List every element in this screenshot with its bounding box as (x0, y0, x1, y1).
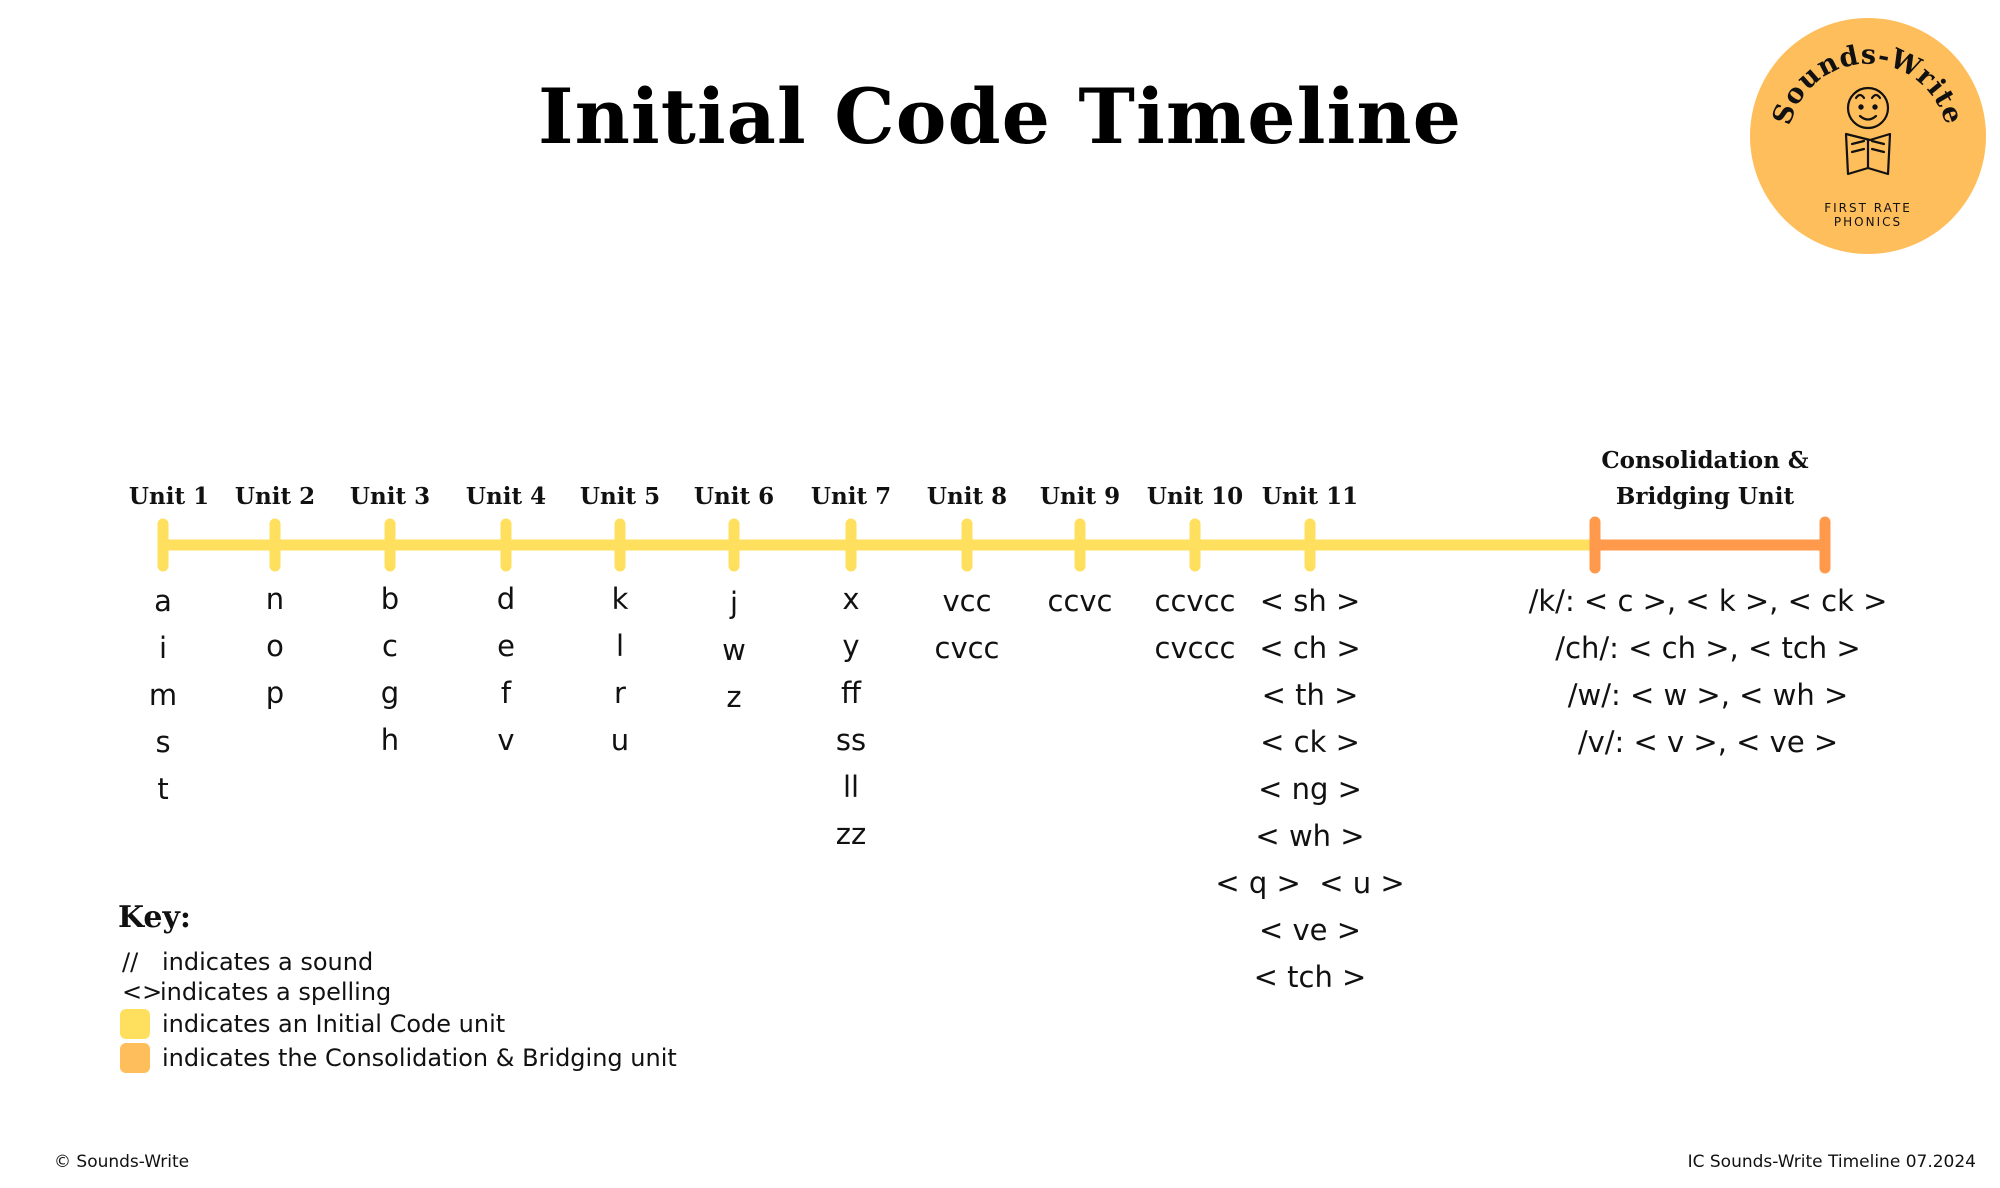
key-initial-row: indicates an Initial Code unit (118, 1007, 677, 1041)
consolidation-label-line2: Bridging Unit (1615, 483, 1795, 510)
page-title: Initial Code Timeline (538, 72, 1462, 161)
key-consolidation-row: indicates the Consolidation & Bridging u… (118, 1041, 677, 1075)
footer-version: IC Sounds-Write Timeline 07.2024 (1687, 1152, 1976, 1172)
unit-6-items: j w z (634, 580, 834, 721)
sounds-write-logo: Sounds-Write FIRST RATE PHONICS (1750, 18, 1986, 254)
list-item: /ch/: < ch >, < tch > (1555, 631, 1861, 665)
sound-text: indicates a sound (162, 948, 374, 976)
list-item: /v/: < v >, < ve > (1577, 725, 1839, 759)
unit-1-items: a i m s t (63, 578, 263, 813)
list-item: < ch > (1259, 631, 1361, 665)
list-item: < th > (1261, 678, 1359, 712)
unit-5-label: Unit 5 (579, 483, 661, 510)
consolidation-label-line1: Consolidation & (1601, 447, 1809, 474)
list-item: h (380, 723, 400, 757)
unit-4-items: d e f v (406, 576, 606, 764)
unit-9-items: ccvc (980, 578, 1180, 625)
unit-1-label: Unit 1 (128, 483, 210, 510)
list-item: r (614, 676, 626, 710)
logo-circle (1750, 18, 1986, 254)
list-item: d (496, 582, 516, 616)
list-item: < wh > (1255, 819, 1365, 853)
spelling-text: indicates a spelling (160, 978, 392, 1006)
consolidation-items: /k/: < c >, < k >, < ck > /ch/: < ch >, … (1488, 578, 1928, 766)
unit-ticks (157, 518, 1316, 572)
list-item: b (380, 582, 400, 616)
list-item: ccvcc (1154, 584, 1236, 618)
list-item: ccvc (1047, 584, 1113, 618)
list-item: n (265, 582, 285, 616)
logo-tagline-line2: PHONICS (1834, 215, 1902, 229)
key-legend: Key: // indicates a sound <> indicates a… (118, 900, 677, 1075)
unit-7-label: Unit 7 (810, 483, 892, 510)
consolidation-swatch (120, 1043, 150, 1073)
initial-text: indicates an Initial Code unit (162, 1010, 506, 1038)
list-item: /w/: < w >, < wh > (1567, 678, 1849, 712)
list-item: < q > < u > (1215, 866, 1405, 900)
unit-7-items: x y ff ss ll zz (751, 576, 951, 858)
unit-10-label: Unit 10 (1146, 483, 1244, 510)
unit-5-items: k l r u (520, 576, 720, 764)
unit-3-items: b c g h (290, 576, 490, 764)
initial-code-swatch (120, 1009, 150, 1039)
list-item: < ck > (1260, 725, 1360, 759)
list-item: < tch > (1253, 960, 1367, 994)
key-title: Key: (118, 900, 192, 935)
unit-11-items: < sh > < ch > < th > < ck > < ng > < wh … (1210, 578, 1410, 1001)
list-item: zz (835, 817, 867, 851)
list-item: < ve > (1258, 913, 1362, 947)
unit-3-label: Unit 3 (349, 483, 431, 510)
list-item: e (497, 629, 515, 663)
list-item: /k/: < c >, < k >, < ck > (1528, 584, 1888, 618)
logo-tagline-line1: FIRST RATE (1824, 201, 1912, 215)
list-item: i (158, 631, 168, 665)
list-item: z (726, 680, 742, 714)
list-item: cvccc (1154, 631, 1236, 665)
footer-copyright: © Sounds-Write (54, 1152, 190, 1172)
unit-8-items: vcc cvcc (867, 578, 1067, 672)
list-item: ff (841, 676, 861, 710)
list-item: s (155, 725, 171, 759)
list-item: y (842, 629, 860, 663)
unit-11-label: Unit 11 (1261, 483, 1359, 510)
list-item: g (380, 676, 400, 710)
unit-10-items: ccvcc cvccc (1095, 578, 1295, 672)
list-item: p (265, 676, 285, 710)
list-item: a (154, 584, 172, 618)
sound-symbol: // (122, 948, 139, 976)
child-reading-book-icon (1844, 86, 1892, 176)
list-item: o (266, 629, 284, 663)
list-item: ll (842, 770, 860, 804)
key-spelling-row: <> indicates a spelling (118, 977, 677, 1007)
list-item: cvcc (934, 631, 1000, 665)
consolidation-text: indicates the Consolidation & Bridging u… (162, 1044, 677, 1072)
unit-6-label: Unit 6 (693, 483, 775, 510)
list-item: ss (835, 723, 867, 757)
list-item: t (157, 772, 169, 806)
key-sound-row: // indicates a sound (118, 947, 677, 977)
list-item: j (729, 586, 739, 620)
unit-8-label: Unit 8 (926, 483, 1008, 510)
list-item: m (148, 678, 178, 712)
list-item: < sh > (1259, 584, 1361, 618)
list-item: vcc (942, 584, 992, 618)
list-item: x (842, 582, 860, 616)
list-item: l (615, 629, 625, 663)
list-item: v (497, 723, 515, 757)
unit-4-label: Unit 4 (465, 483, 547, 510)
consolidation-label: Consolidation & Bridging Unit (1545, 443, 1865, 515)
unit-2-items: n o p (175, 576, 375, 717)
spelling-symbol: <> (122, 978, 163, 1006)
list-item: w (722, 633, 746, 667)
list-item: < ng > (1258, 772, 1362, 806)
unit-2-label: Unit 2 (234, 483, 316, 510)
list-item: f (500, 676, 512, 710)
list-item: u (610, 723, 630, 757)
unit-9-label: Unit 9 (1039, 483, 1121, 510)
list-item: k (611, 582, 629, 616)
list-item: c (382, 629, 398, 663)
